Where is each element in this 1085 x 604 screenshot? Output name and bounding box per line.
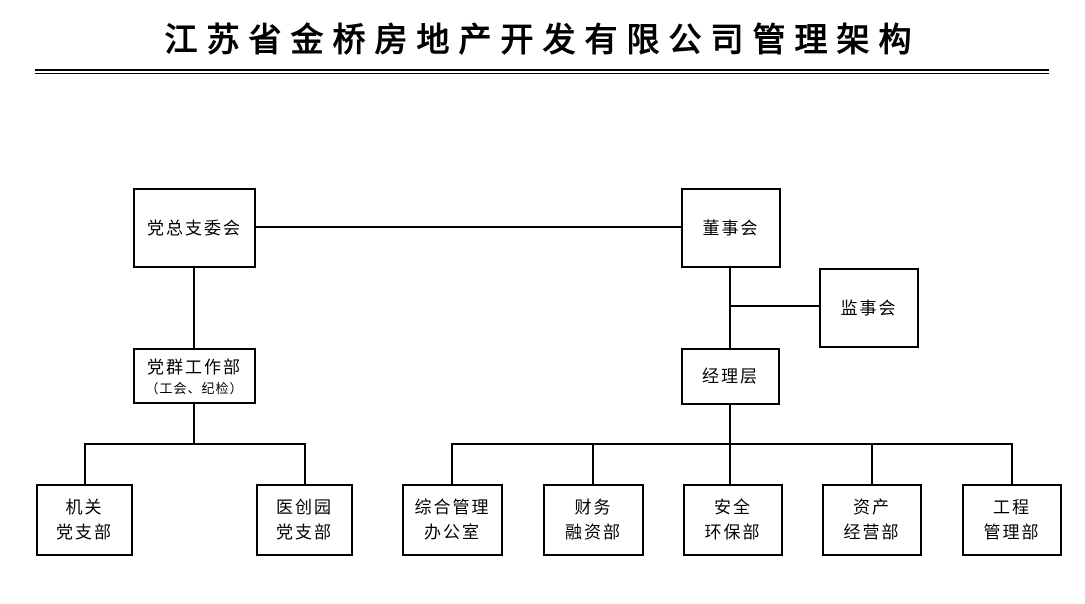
node-board-of-directors: 董事会 bbox=[681, 188, 781, 268]
connector-party-mass-dept-stem bbox=[193, 404, 195, 445]
node-label-line1: 财务 bbox=[574, 498, 613, 517]
node-label-line2: 办公室 bbox=[424, 523, 481, 542]
node-label-line2: 经营部 bbox=[843, 523, 901, 542]
node-asset-operation-dept: 资产 经营部 bbox=[822, 484, 922, 556]
node-label-line1: 机关 bbox=[65, 498, 104, 517]
node-party-mass-work-dept: 党群工作部 （工会、纪检） bbox=[133, 348, 256, 404]
connector-party-committee-party-mass-dept bbox=[193, 268, 195, 348]
node-label: 监事会 bbox=[840, 298, 898, 318]
connector-right-branch-bar bbox=[451, 443, 1013, 445]
node-label: 党总支委会 bbox=[147, 218, 242, 238]
node-yichuangyuan-party-branch: 医创园 党支部 bbox=[256, 484, 353, 556]
node-label: 经理层 bbox=[702, 367, 759, 386]
node-engineering-management-dept: 工程 管理部 bbox=[962, 484, 1062, 556]
connector-left-branch-bar bbox=[84, 443, 306, 445]
node-label-line2: 融资部 bbox=[565, 523, 622, 542]
node-label-line2: 党支部 bbox=[56, 523, 113, 542]
node-party-general-branch-committee: 党总支委会 bbox=[133, 188, 256, 268]
node-label: 党群工作部 bbox=[147, 357, 242, 377]
page-title: 江苏省金桥房地产开发有限公司管理架构 bbox=[164, 23, 921, 59]
connector-drop-asset-dept bbox=[871, 443, 873, 484]
node-safety-environment-dept: 安全 环保部 bbox=[683, 484, 783, 556]
connector-board-supervisory bbox=[730, 305, 819, 307]
node-label-line2: 管理部 bbox=[983, 523, 1041, 542]
node-general-admin-office: 综合管理 办公室 bbox=[402, 484, 503, 556]
connector-drop-engineering-dept bbox=[1011, 443, 1013, 484]
connector-drop-yichuangyuan-branch bbox=[304, 443, 306, 484]
connector-drop-office-branch bbox=[84, 443, 86, 484]
node-label-line1: 资产 bbox=[853, 498, 891, 517]
connector-drop-general-admin-office bbox=[451, 443, 453, 484]
title-divider bbox=[35, 69, 1049, 74]
connector-board-management bbox=[729, 268, 731, 348]
node-office-party-branch: 机关 党支部 bbox=[36, 484, 133, 556]
node-management-level: 经理层 bbox=[681, 348, 780, 405]
node-board-of-supervisors: 监事会 bbox=[819, 268, 919, 348]
connector-party-committee-board bbox=[256, 226, 681, 228]
node-label-line1: 医创园 bbox=[276, 498, 333, 517]
node-label-line1: 综合管理 bbox=[414, 498, 491, 517]
node-label-line1: 安全 bbox=[714, 498, 752, 517]
node-sublabel: （工会、纪检） bbox=[145, 380, 244, 396]
connector-drop-finance-dept bbox=[592, 443, 594, 484]
node-label-line2: 党支部 bbox=[276, 523, 333, 542]
node-finance-financing-dept: 财务 融资部 bbox=[543, 484, 644, 556]
node-label-line2: 环保部 bbox=[704, 523, 762, 542]
node-label: 董事会 bbox=[702, 218, 760, 238]
node-label-line1: 工程 bbox=[993, 498, 1031, 517]
